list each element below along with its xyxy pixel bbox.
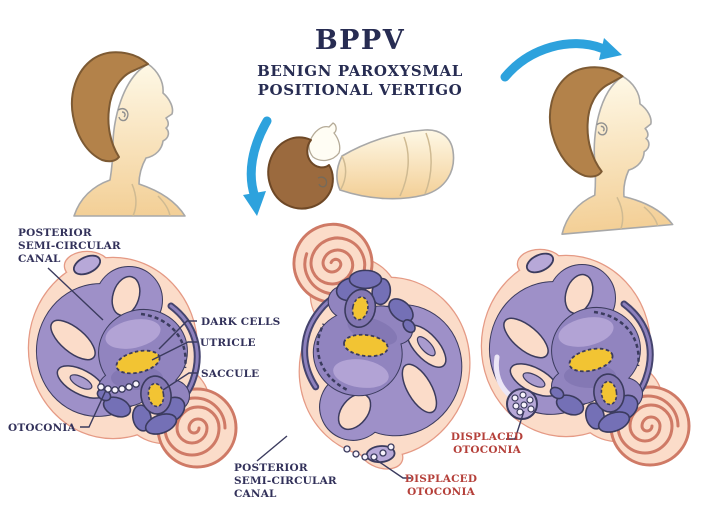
displaced-otoconia-dots-middle: [343, 443, 395, 461]
label-dark-cells: DARK CELLS: [201, 316, 281, 328]
label-posterior-canal-left: POSTERIOR SEMI-CIRCULAR CANAL: [18, 227, 121, 265]
head-lying-back: [267, 122, 455, 210]
leader-displaced-otoconia-middle: [374, 458, 411, 479]
leader-utricle: [151, 341, 197, 361]
displaced-otoconia-dots-right: [493, 354, 538, 420]
leader-otoconia: [80, 389, 107, 428]
label-utricle: UTRICLE: [200, 337, 256, 349]
leader-lines: [47, 267, 525, 479]
label-saccule: SACCULE: [201, 368, 260, 380]
label-otoconia: OTOCONIA: [8, 422, 76, 434]
arrow-right-icon: [500, 38, 622, 82]
leader-posterior-canal-middle: [256, 435, 288, 462]
otoconia-dots-left: [97, 380, 140, 394]
label-posterior-canal-middle: POSTERIOR SEMI-CIRCULAR CANAL: [234, 462, 337, 500]
arrow-down-icon: [243, 116, 272, 216]
label-displaced-otoconia-middle: DISPLACED OTOCONIA: [404, 473, 478, 498]
leader-displaced-otoconia-right: [506, 410, 525, 440]
leader-posterior-canal-left: [47, 267, 104, 321]
leader-saccule: [162, 372, 198, 391]
leader-dark-cells: [158, 320, 197, 350]
page-subtitle: BENIGN PAROXYSMAL POSITIONAL VERTIGO: [257, 62, 463, 99]
label-displaced-otoconia-right: DISPLACED OTOCONIA: [450, 431, 524, 456]
page-title: BPPV: [314, 25, 406, 56]
